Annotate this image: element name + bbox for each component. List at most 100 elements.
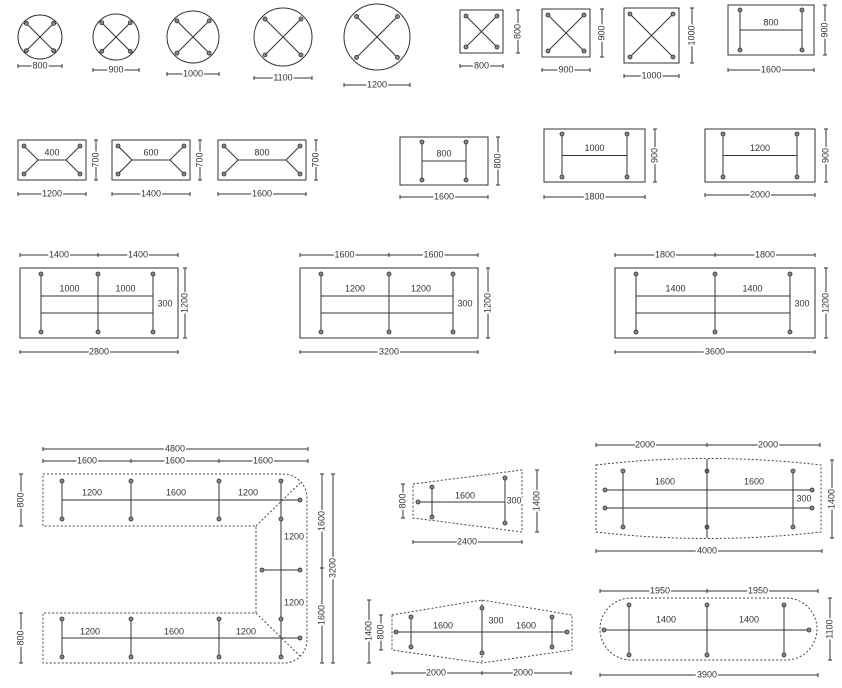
leg-foot: [51, 48, 57, 54]
dimension-label: 1000: [584, 143, 604, 153]
leg-foot: [150, 271, 156, 277]
leg-foot: [602, 505, 608, 511]
leg-foot: [564, 629, 570, 635]
leg-foot: [216, 478, 222, 484]
dimension-label: 800: [15, 492, 25, 507]
leg-foot: [479, 650, 485, 656]
leg: [547, 32, 567, 52]
dimension-label: 800: [15, 630, 25, 645]
leg-foot: [624, 131, 630, 137]
dimension-label: 300: [506, 495, 521, 505]
dimension-label: 1400: [128, 249, 148, 259]
leg-foot: [720, 131, 726, 137]
dimension-label: 1200: [367, 79, 387, 89]
dimension-label: 1200: [411, 283, 431, 293]
round-table-3: 1100: [253, 7, 313, 84]
leg-foot: [38, 271, 44, 277]
dimension-label: 1000: [183, 68, 203, 78]
table-top: [166, 10, 220, 64]
leg-foot: [809, 505, 815, 511]
dimension-label: 1400: [739, 614, 759, 624]
leg-foot: [128, 478, 134, 484]
leg: [356, 16, 378, 38]
leg: [282, 18, 302, 38]
leg-foot: [181, 171, 187, 177]
leg-foot: [278, 616, 284, 622]
dimension-label: 1200: [345, 283, 365, 293]
leg-foot: [95, 271, 101, 277]
dimension-label: 1200: [42, 188, 62, 198]
leg-foot: [298, 52, 304, 58]
round-table-0: 800: [17, 14, 63, 72]
dimension-label: 1600: [164, 626, 184, 636]
leg-foot: [620, 468, 626, 474]
leg: [264, 18, 284, 38]
dimension-label: 1950: [748, 585, 768, 595]
dimension-label: 1400: [49, 249, 69, 259]
dimension-label: 800: [397, 493, 407, 508]
leg-foot: [395, 14, 400, 19]
leg-foot: [354, 55, 359, 60]
dimension-label: 400: [44, 147, 59, 157]
dimension-label: 1600: [744, 476, 764, 486]
leg-foot: [128, 516, 134, 522]
table-top: [459, 9, 504, 54]
dimension-label: 4800: [165, 443, 185, 453]
dimension-label: 300: [457, 298, 472, 308]
leg-foot: [463, 13, 469, 19]
leg: [223, 159, 239, 175]
leg-foot: [221, 171, 227, 177]
table-top: [399, 136, 489, 186]
dimension-label: 1400: [363, 621, 373, 641]
table-top: [17, 139, 87, 181]
leg: [23, 159, 39, 175]
dimension-label: 1600: [433, 620, 453, 630]
dimension-label: 2000: [513, 667, 533, 677]
leg-foot: [602, 487, 608, 493]
dimension-label: 1100: [273, 72, 292, 82]
dimension-label: 1200: [80, 626, 100, 636]
round-table-1: 900: [92, 13, 140, 76]
leg-foot: [174, 50, 180, 56]
dimension-label: 1600: [166, 487, 186, 497]
leg-foot: [181, 143, 187, 149]
leg-foot: [429, 514, 435, 520]
leg-foot: [626, 652, 632, 658]
dimension-label: 300: [488, 615, 503, 625]
dimension-label: 300: [794, 298, 809, 308]
leg-foot: [479, 605, 485, 611]
leg-foot: [737, 7, 743, 13]
table-top: [17, 14, 63, 60]
leg: [26, 23, 41, 38]
leg-foot: [502, 475, 508, 481]
leg: [169, 145, 185, 161]
leg-foot: [386, 329, 392, 335]
leg-foot: [115, 143, 121, 149]
leg: [465, 15, 482, 32]
dimension-label: 1400: [531, 491, 541, 511]
dimension-label: 1800: [655, 249, 675, 259]
leg-foot: [51, 20, 57, 26]
leg-foot: [494, 44, 500, 50]
leg-foot: [262, 16, 268, 22]
leg-foot: [59, 654, 65, 660]
dimension-label: 1600: [516, 620, 536, 630]
round-table-2: 1000: [166, 10, 220, 80]
table-top: [253, 7, 313, 67]
leg-foot: [262, 52, 268, 58]
dimension-label: 700: [194, 152, 204, 167]
leg-foot: [386, 271, 392, 277]
leg-foot: [278, 478, 284, 484]
table-top: [217, 139, 307, 181]
leg-foot: [221, 143, 227, 149]
leg-foot: [626, 602, 632, 608]
